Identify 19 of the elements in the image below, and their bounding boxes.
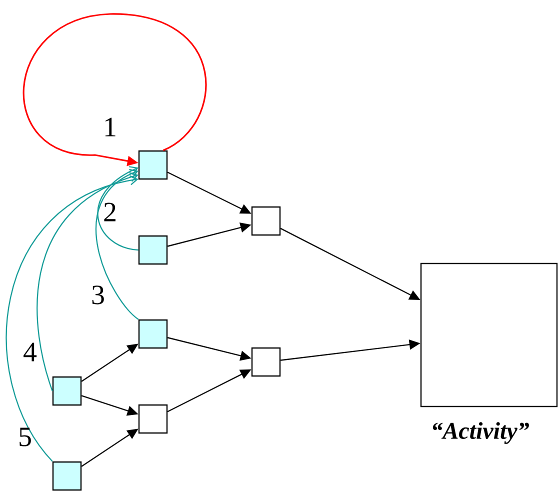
step-box xyxy=(52,376,82,406)
step-number: 1 xyxy=(105,118,116,136)
step-box xyxy=(138,150,168,180)
arrow xyxy=(96,168,139,320)
step-number: 5 xyxy=(20,428,31,446)
step-number: 3 xyxy=(92,286,104,304)
step-number: 4 xyxy=(24,342,37,362)
arrow xyxy=(97,166,138,251)
arrow xyxy=(6,175,138,462)
step-box xyxy=(138,235,168,265)
step-number: 2 xyxy=(104,202,116,222)
step-box xyxy=(251,347,281,377)
step-box xyxy=(138,404,168,434)
activity-label: “Activity” xyxy=(432,422,529,444)
activity-box xyxy=(420,262,558,408)
step-box xyxy=(138,319,168,349)
step-box xyxy=(52,461,82,491)
arrow xyxy=(36,172,138,392)
step-box xyxy=(251,206,281,236)
